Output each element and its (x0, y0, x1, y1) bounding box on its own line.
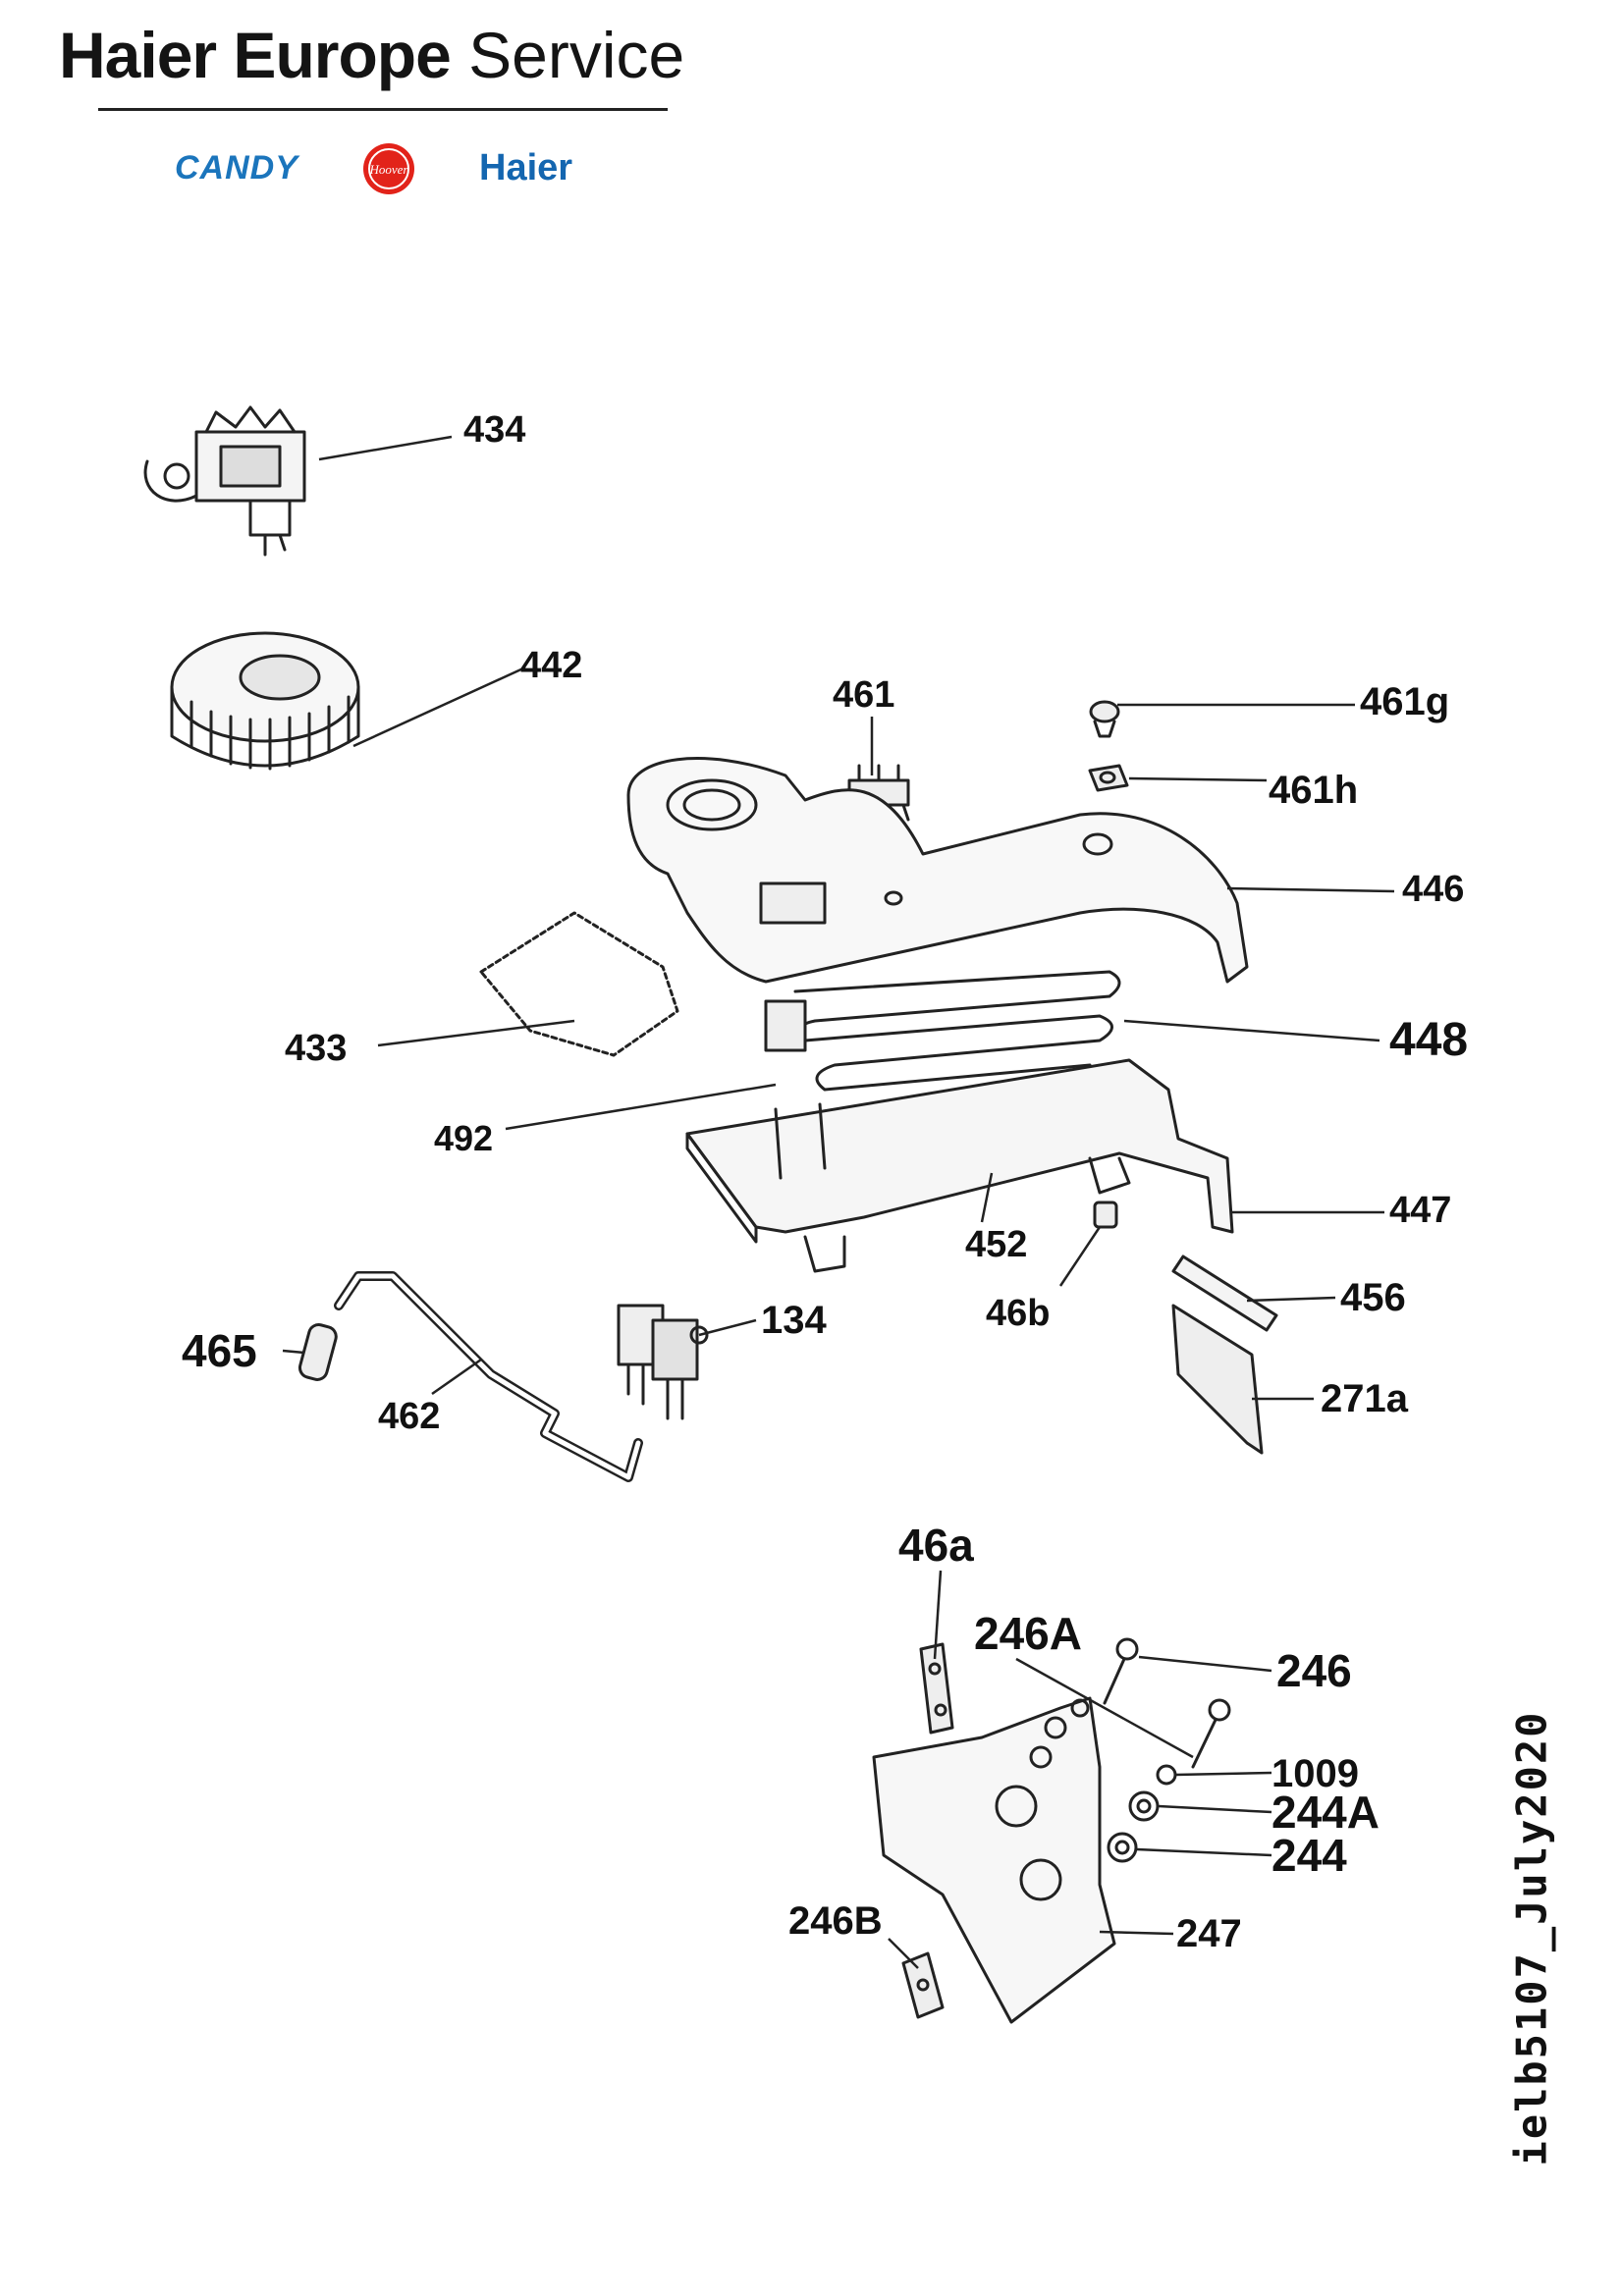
filter-part-271a (1171, 1304, 1264, 1455)
strip-part-456 (1171, 1255, 1278, 1332)
header-divider (98, 108, 668, 111)
housing-part-247 (872, 1696, 1116, 2024)
callout-462: 462 (378, 1396, 440, 1437)
brand-title: Haier Europe Service (59, 14, 684, 96)
callout-246: 246 (1276, 1645, 1352, 1696)
callout-46b: 46b (986, 1293, 1050, 1334)
callout-456: 456 (1340, 1276, 1406, 1319)
callout-271a: 271a (1321, 1377, 1409, 1420)
motor-part-434 (143, 405, 306, 557)
washer-part-244 (1107, 1832, 1138, 1863)
callout-246A: 246A (974, 1608, 1082, 1659)
callout-1009: 1009 (1271, 1752, 1359, 1795)
heater-tray-part-447 (685, 1058, 1234, 1273)
thermostat-part-461g (1089, 700, 1120, 738)
part-callouts: 434 442 461 461g 461h 446 448 433 492 44… (182, 409, 1468, 1955)
bracket-part-46a (919, 1642, 954, 1735)
callout-447: 447 (1389, 1190, 1451, 1231)
fan-wheel-part-442 (170, 631, 360, 771)
document-id: ielb5107_July2020 (1502, 1669, 1561, 2218)
candy-logo: CANDY (175, 149, 298, 187)
page-header: Haier Europe Service (59, 14, 727, 122)
haier-logo: Haier (479, 147, 573, 188)
screw-part-246 (1103, 1637, 1231, 1769)
callout-134: 134 (761, 1299, 827, 1342)
callout-244: 244 (1271, 1830, 1347, 1881)
leader-lines (282, 435, 1395, 1969)
callout-461: 461 (833, 674, 894, 716)
callout-433: 433 (285, 1028, 347, 1069)
callout-492: 492 (434, 1118, 493, 1158)
clip-part-461h (1088, 764, 1129, 792)
heating-element-part-448 (764, 970, 1121, 1092)
callout-46a: 46a (898, 1520, 974, 1571)
callout-446: 446 (1402, 869, 1464, 910)
callout-442: 442 (520, 645, 582, 686)
grommet-part-46b (1093, 1201, 1118, 1229)
bracket-part-246B (901, 1951, 945, 2019)
washer-part-1009 (1156, 1764, 1177, 1786)
nozzle-part-465 (298, 1323, 338, 1381)
callout-246B: 246B (788, 1899, 883, 1943)
svg-text:Hoover: Hoover (369, 162, 409, 177)
valve-part-134 (617, 1304, 709, 1420)
gasket-part-433 (479, 911, 679, 1057)
callout-452: 452 (965, 1224, 1027, 1265)
callout-434: 434 (463, 409, 525, 451)
callout-461h: 461h (1269, 769, 1358, 812)
brand-title-light: Service (468, 19, 685, 91)
heater-cover-part-446 (626, 757, 1249, 984)
hoover-logo: Hoover (363, 143, 414, 194)
callout-247: 247 (1176, 1912, 1242, 1955)
hose-part-462 (334, 1271, 643, 1482)
callout-448: 448 (1389, 1014, 1468, 1066)
callout-461g: 461g (1360, 680, 1449, 723)
callout-465: 465 (182, 1325, 257, 1376)
washer-part-244A (1128, 1790, 1160, 1822)
callout-244A: 244A (1271, 1787, 1380, 1838)
document-id-text: ielb5107_July2020 (1507, 1710, 1556, 2166)
brand-logos: CANDY Hoover Haier (175, 137, 597, 206)
brand-title-bold: Haier Europe (59, 19, 452, 91)
